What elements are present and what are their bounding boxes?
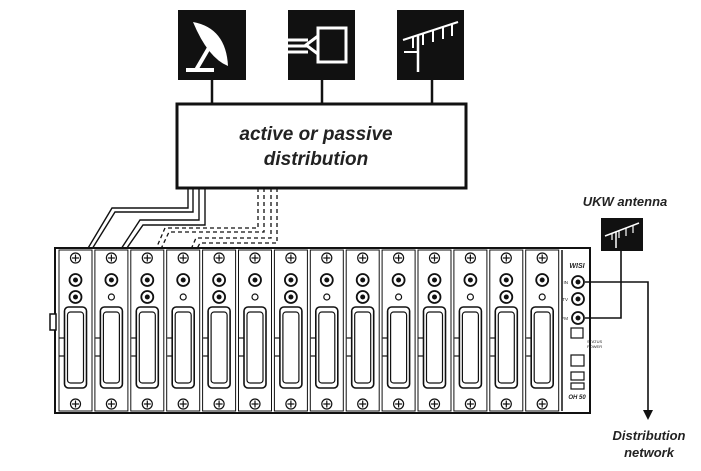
brand-label: WISI [569,263,585,270]
module-slot [273,249,308,412]
module-handle [279,306,303,389]
module-handle [386,306,411,389]
module-handle [207,306,231,389]
control-module: WISI IN TV FM STATUS POWER OH 50 [561,250,603,411]
status-led [395,293,403,301]
module-slot [345,249,380,412]
headend-chassis: WISI IN TV FM STATUS POWER OH 50 [49,247,603,414]
module-handle [422,306,447,389]
ukw-antenna-label: UKW antenna [583,194,668,209]
model-label: OH 50 [568,395,586,401]
status-led [323,293,331,301]
module-slot [58,249,93,412]
module-slot [453,249,488,412]
module-handle [350,306,375,389]
port-label-tv: TV [562,297,568,302]
module-slot [238,249,272,412]
satellite-dish-icon [178,10,246,80]
ukw-output-cables [585,251,649,410]
status-led [466,293,474,301]
module-slot [166,249,201,412]
module-slot [417,249,452,412]
module-handle [494,306,519,389]
module-handle [458,306,483,389]
module-slot [381,249,416,412]
module-slot [309,249,344,412]
power-label: POWER [587,344,602,349]
status-label: STATUS [587,339,603,344]
status-led [107,293,116,301]
status-led [251,293,259,301]
status-led [538,293,546,301]
module-slots [58,249,560,412]
distribution-arrow [643,410,653,420]
module-handle [530,306,555,389]
port-label-in: IN [564,280,569,285]
module-slot [489,249,524,412]
module-slot [94,249,129,412]
output-label-line2: network [624,445,675,460]
distribution-label-line2: distribution [264,149,368,170]
status-led [179,293,187,301]
distribution-box: active or passive distribution [175,102,468,190]
module-handle [171,306,195,389]
terrestrial-antenna-icon [397,10,464,80]
module-handle [243,306,267,389]
source-connectors [210,80,434,104]
module-handle [99,306,124,389]
distribution-label-line1: active or passive [239,124,393,145]
output-label-line1: Distribution [613,428,686,443]
module-handle [135,306,160,389]
module-handle [63,306,88,389]
cable-connector-icon [288,10,355,80]
module-slot [130,249,165,412]
port-label-fm: FM [562,316,569,321]
module-slot [202,249,237,412]
ukw-antenna-icon [601,218,643,251]
module-handle [314,306,339,389]
module-slot [525,249,560,412]
